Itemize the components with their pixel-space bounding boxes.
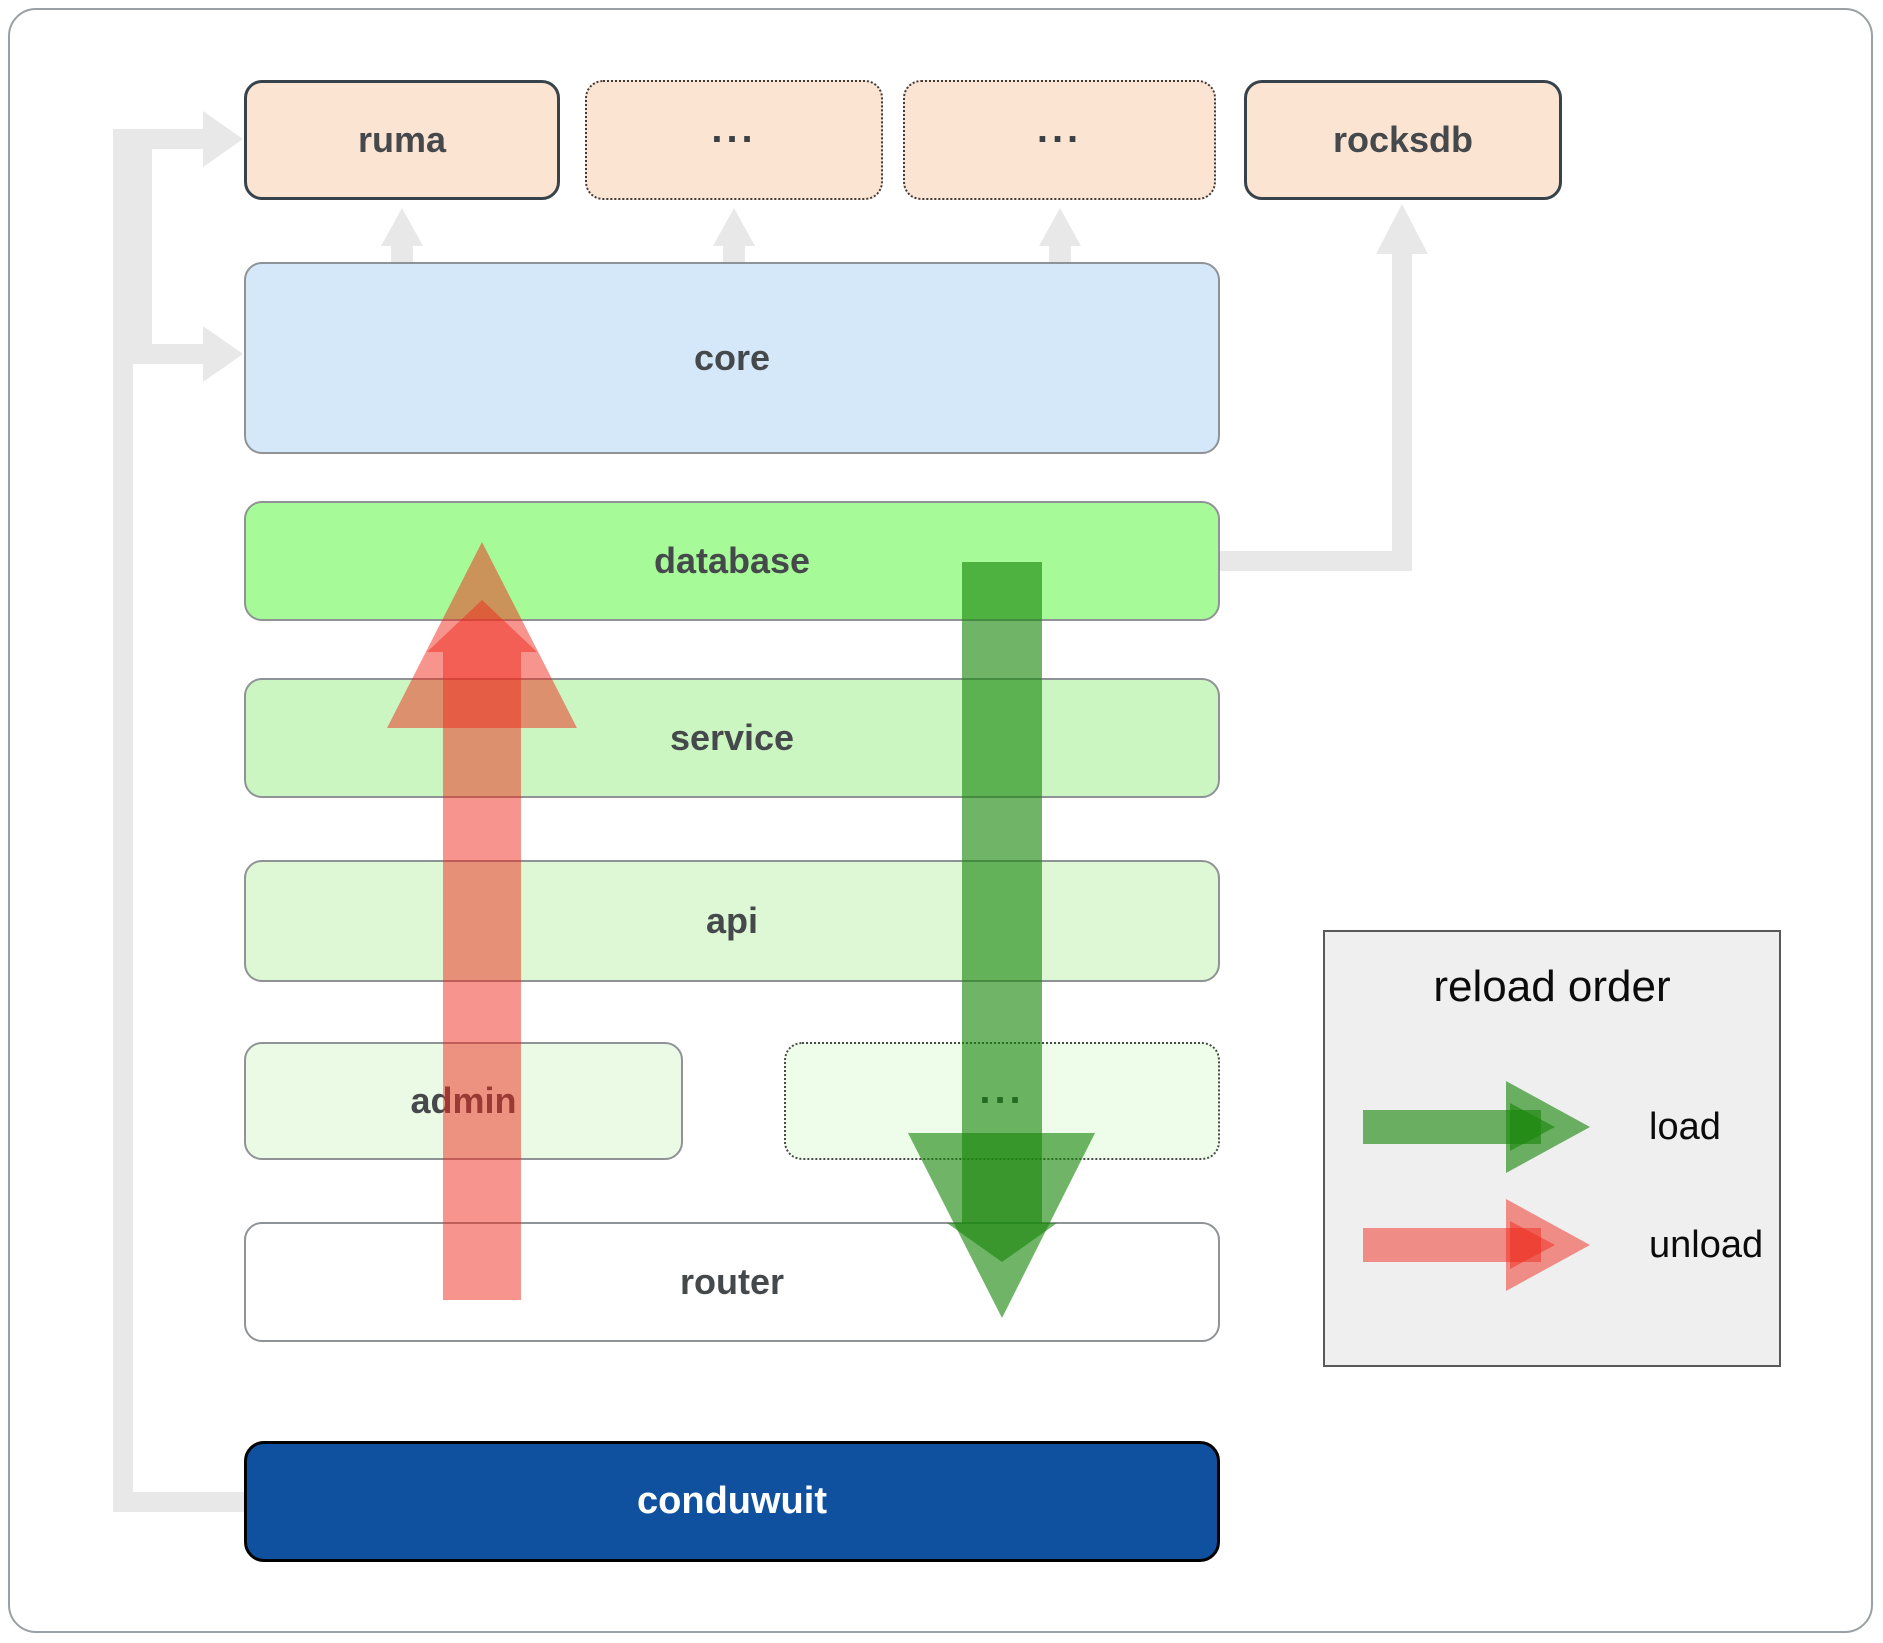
core-stub-line [133,344,203,364]
node-dots-top-2-label: ... [1036,106,1083,151]
core-branch-line [133,149,152,364]
legend-item-unload: unload [1353,1195,1763,1295]
node-database-label: database [653,540,811,581]
database-right-line [1220,551,1398,571]
node-conduwuit-label: conduwuit [637,1480,827,1522]
legend-item-load: load [1353,1077,1721,1177]
node-service: service [244,678,1220,798]
rocksdb-vertical-line [1392,252,1412,571]
node-ruma-label: ruma [357,119,447,160]
node-admin-label: admin [410,1080,517,1121]
node-core: core [244,262,1220,454]
legend-load-label: load [1649,1105,1721,1148]
node-ruma: ruma [244,80,560,200]
node-dots-mid: ... [784,1042,1220,1160]
database-to-rocksdb-connector [1220,204,1428,571]
node-core-label: core [693,337,771,378]
rocksdb-arrowhead-icon [1376,204,1428,254]
node-rocksdb: rocksdb [1244,80,1562,200]
node-service-label: service [669,717,795,758]
node-conduwuit: conduwuit [244,1441,1220,1562]
load-arrow-right-icon [1363,1081,1590,1173]
node-dots-top-2: ... [903,80,1216,200]
ruma-arrowhead-icon [203,111,243,167]
core-to-ruma-arrowhead-icon [381,208,423,246]
node-api-label: api [705,900,758,941]
conduwuit-stub-line [113,1492,246,1512]
node-dots-top-1-label: ... [711,106,757,151]
node-router: router [244,1222,1220,1342]
node-api: api [244,860,1220,982]
core-arrowhead-icon [203,326,243,382]
legend-title: reload order [1433,962,1671,1011]
node-rocksdb-label: rocksdb [1332,119,1474,160]
core-to-top-connectors [381,208,1081,264]
unload-arrow-right-icon [1363,1199,1590,1291]
ruma-stub-line [113,129,203,149]
core-to-dots1-arrowhead-icon [713,208,755,246]
diagram-border [8,8,1873,1633]
legend-unload-label: unload [1649,1223,1764,1266]
node-dots-mid-label: ... [979,1067,1025,1112]
node-admin: admin [244,1042,683,1160]
node-router-label: router [679,1261,784,1302]
node-dots-top-1: ... [585,80,883,200]
legend-box: reload order load unload [1323,930,1781,1367]
conduwuit-to-ruma-connector [113,111,246,1512]
left-vertical-line [113,129,133,1512]
node-database: database [244,501,1220,621]
core-to-dots2-arrowhead-icon [1039,208,1081,246]
